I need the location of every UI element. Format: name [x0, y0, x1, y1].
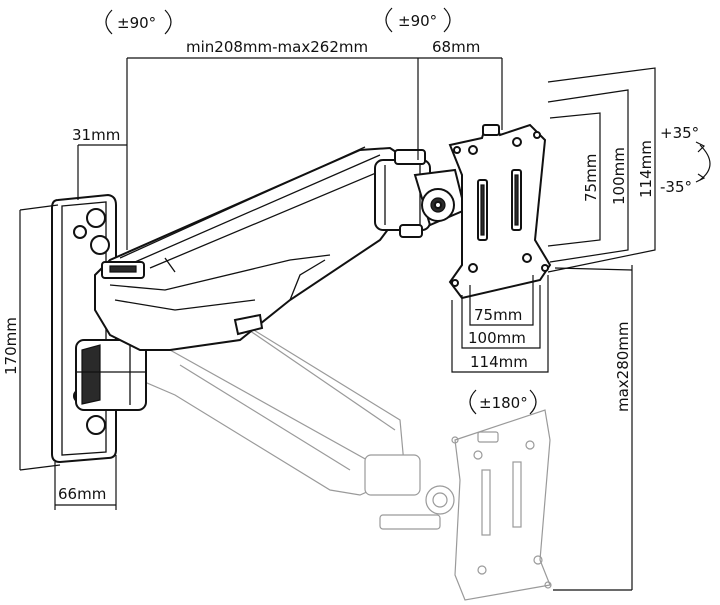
screw-hole-bottom	[86, 415, 106, 435]
screw-hole	[73, 225, 87, 239]
gas-spring-arm	[94, 146, 412, 351]
vesa-vertical-75-label: 75mm	[582, 154, 600, 202]
plate-offset-label: 31mm	[72, 126, 120, 144]
vesa-vertical-100-label: 100mm	[610, 147, 628, 205]
tilt-head	[374, 149, 467, 238]
reach-dimension-label: min208mm-max262mm	[186, 38, 368, 56]
screw-hole-top	[86, 208, 106, 228]
head-depth-label: 68mm	[432, 38, 480, 56]
rotation-label-monitor: ±180°	[479, 394, 528, 412]
rotation-badge-arm	[385, 7, 451, 33]
screw-hole	[90, 235, 110, 255]
wall-joint	[75, 339, 147, 411]
plate-width-label: 66mm	[58, 485, 106, 503]
vesa-horizontal-75-label: 75mm	[474, 306, 522, 324]
tilt-up-label: +35°	[660, 124, 699, 142]
rotation-badge-wall	[105, 9, 172, 35]
vesa-vertical-114-label: 114mm	[637, 140, 655, 198]
plate-height-label: 170mm	[2, 317, 20, 375]
vesa-plate	[448, 123, 552, 300]
rotation-label-wall: ±90°	[117, 14, 156, 32]
max-height-label: max280mm	[614, 321, 632, 412]
tilt-down-label: -35°	[660, 178, 692, 196]
rotation-badge-monitor	[469, 389, 537, 415]
vesa-horizontal-100-label: 100mm	[468, 329, 526, 347]
lowered-monitor-plate-ghost	[451, 409, 552, 601]
vesa-horizontal-114-label: 114mm	[470, 353, 528, 371]
rotation-label-arm: ±90°	[398, 12, 437, 30]
dimension-lines	[19, 57, 711, 591]
lowered-arm-ghost	[139, 299, 455, 530]
